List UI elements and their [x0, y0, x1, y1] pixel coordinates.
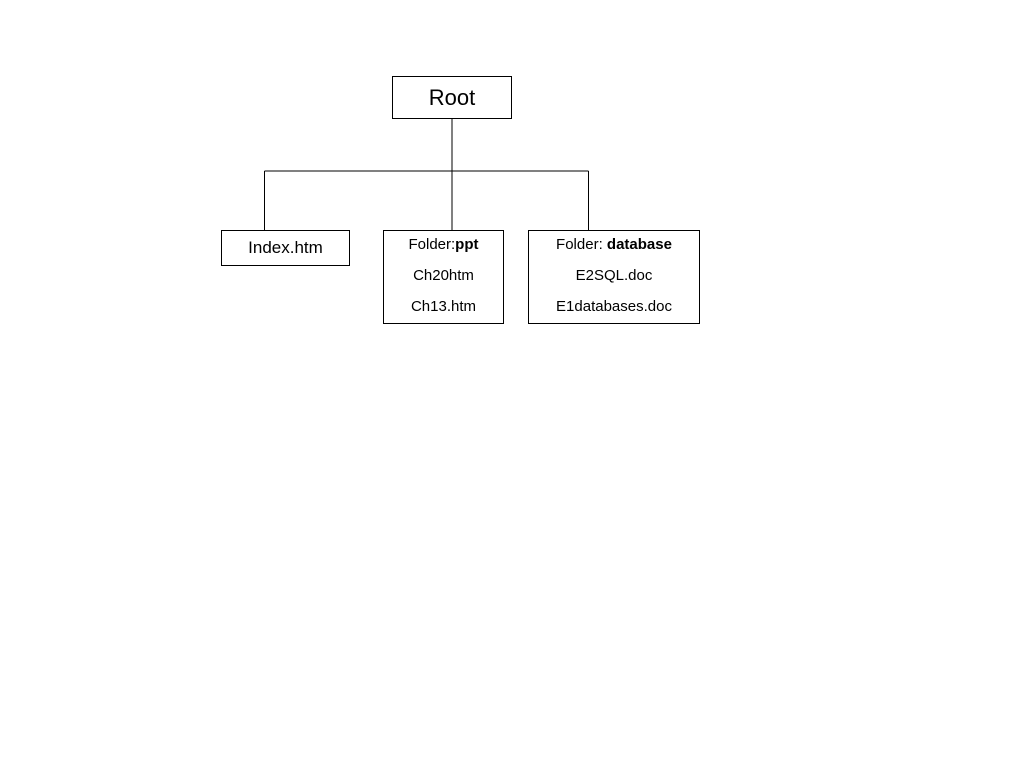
- database-folder-title: Folder: database: [556, 237, 672, 252]
- ppt-file-item: Ch13.htm: [410, 298, 477, 315]
- ppt-file-item: Ch20htm: [413, 267, 474, 284]
- database-folder-name: database: [606, 236, 672, 253]
- ppt-folder-title: Folder:ppt: [408, 237, 478, 252]
- ppt-folder-prefix: Folder:: [408, 236, 456, 253]
- ppt-folder-name: ppt: [455, 236, 479, 253]
- root-node: Root: [392, 76, 512, 119]
- ppt-folder-node: Folder:ppt Ch20htm Ch13.htm: [383, 230, 504, 324]
- index-file-label: Index.htm: [248, 238, 323, 257]
- database-file-item: E2SQL.doc: [575, 267, 653, 284]
- index-file-node: Index.htm: [221, 230, 350, 266]
- database-folder-node: Folder: database E2SQL.doc E1databases.d…: [528, 230, 700, 324]
- root-label: Root: [428, 84, 476, 110]
- database-file-item: E1databases.doc: [556, 298, 672, 315]
- database-folder-prefix: Folder:: [556, 236, 607, 253]
